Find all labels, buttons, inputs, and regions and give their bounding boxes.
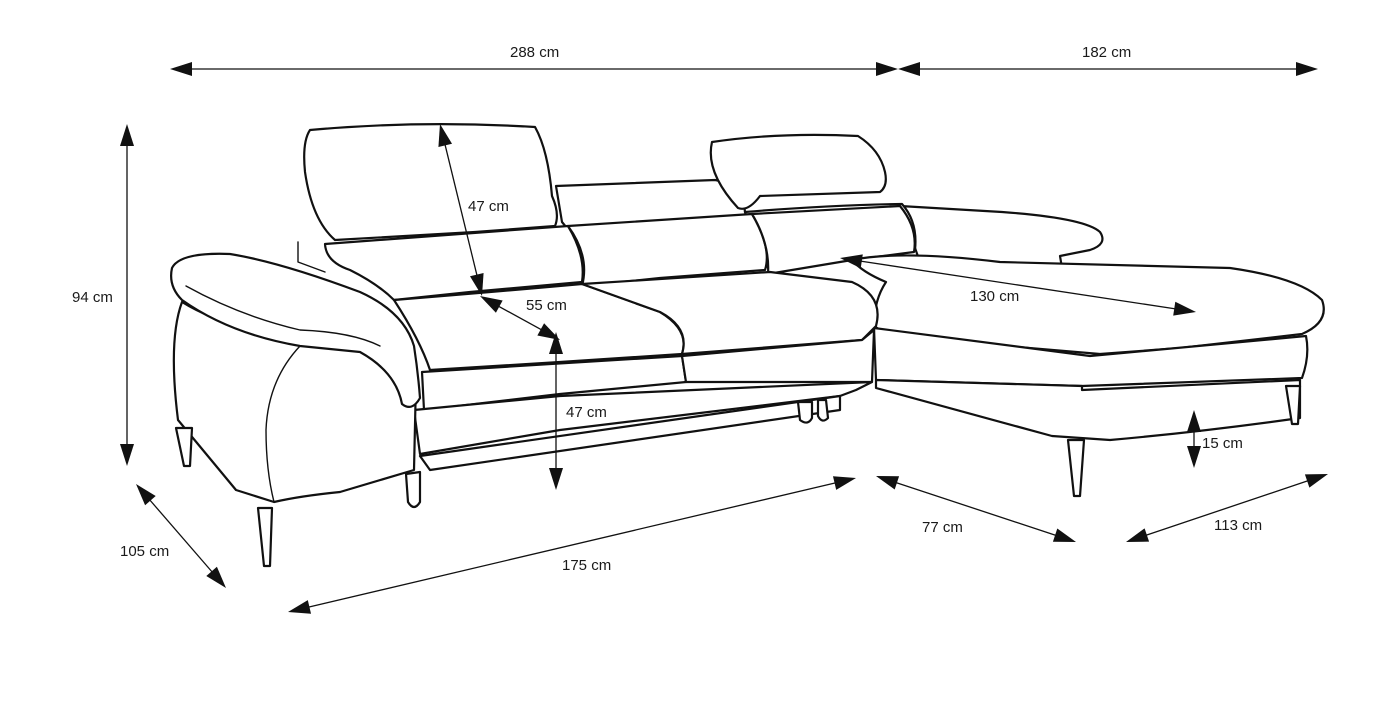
armrest-left-top — [170, 252, 422, 408]
arrow-total-height-head-start — [120, 124, 134, 146]
arrow-chaise-depth-head-end — [1304, 474, 1328, 488]
seat-front-right — [680, 328, 876, 384]
arrow-seat-depth-head-start — [480, 296, 503, 313]
arrow-seat-depth-line — [497, 305, 543, 331]
backrest-cushion-left — [323, 224, 584, 302]
back-frame-edge — [297, 241, 326, 273]
label-seat-height: 47 cm — [566, 404, 607, 421]
chaise-plinth — [874, 378, 1302, 442]
sofa-plinth — [418, 394, 842, 472]
glide-right — [796, 400, 814, 424]
leg-front-left — [256, 506, 274, 568]
armrest-left-seam — [185, 285, 381, 347]
arrow-headrest-height-head-end — [469, 272, 484, 296]
arrow-chaise-front-line — [894, 481, 1058, 537]
arrow-seat-width-line — [307, 481, 837, 609]
label-total-depth: 105 cm — [120, 543, 169, 560]
arrow-chaise-front-head-start — [876, 476, 900, 490]
glide-right-2 — [816, 398, 830, 422]
arrow-total-width-head-start — [170, 62, 192, 76]
label-leg-height: 15 cm — [1202, 435, 1243, 452]
arrow-seat-height-head-end — [549, 468, 563, 490]
label-total-width: 288 cm — [510, 44, 559, 61]
leg-chaise-front — [1066, 438, 1086, 498]
sofa-drawing — [170, 123, 1325, 568]
label-seat-width: 175 cm — [562, 557, 611, 574]
arrow-seat-width-head-end — [832, 476, 856, 490]
arrow-total-height-head-end — [120, 444, 134, 466]
arrow-seat-width-head-start — [288, 600, 312, 614]
sofa-base — [412, 380, 874, 456]
arrow-total-depth-line — [148, 498, 214, 574]
arrow-chaise-depth-line — [1144, 479, 1310, 537]
chaise-seat — [850, 254, 1325, 356]
leg-rear-left — [174, 426, 194, 468]
seat-front-left — [420, 354, 688, 412]
arrow-headrest-height-line — [444, 143, 478, 277]
arrow-chaise-seat-length-head-start — [840, 254, 863, 269]
arrow-leg-height-head-end — [1187, 446, 1201, 468]
dimension-lines — [120, 62, 1328, 614]
arrow-chaise-front-head-end — [1052, 528, 1076, 542]
arrow-seat-height-head-start — [549, 332, 563, 354]
arrow-chaise-seat-length-head-end — [1173, 301, 1196, 316]
arrow-chaise-seat-length-line — [859, 260, 1177, 310]
dimension-labels: 288 cm 182 cm 94 cm 105 cm 175 cm 77 cm … — [72, 44, 1262, 574]
arrow-headrest-height-head-start — [438, 124, 453, 148]
arrow-chaise-width-head-start — [898, 62, 920, 76]
headrest-left — [303, 123, 559, 242]
arrow-chaise-width-head-end — [1296, 62, 1318, 76]
label-seat-depth: 55 cm — [526, 297, 567, 314]
arrow-total-width-head-end — [876, 62, 898, 76]
label-chaise-seat-length: 130 cm — [970, 288, 1019, 305]
label-total-height: 94 cm — [72, 289, 113, 306]
leg-chaise-side — [1284, 384, 1302, 426]
arrow-seat-depth-head-end — [537, 323, 560, 340]
chaise-backrest — [898, 204, 1104, 270]
glide-left — [404, 470, 422, 509]
arrow-leg-height-head-start — [1187, 410, 1201, 432]
arrow-total-depth-head-start — [136, 484, 156, 506]
chaise-base — [872, 326, 1309, 388]
label-chaise-depth: 113 cm — [1214, 517, 1262, 534]
label-chaise-width: 182 cm — [1082, 44, 1131, 61]
label-headrest-height: 47 cm — [468, 198, 509, 215]
arrow-total-depth-head-end — [206, 566, 226, 588]
headrest-right — [709, 133, 887, 210]
arrow-chaise-depth-head-start — [1126, 528, 1150, 542]
armrest-left-curve — [265, 345, 301, 503]
label-chaise-front: 77 cm — [922, 519, 963, 536]
